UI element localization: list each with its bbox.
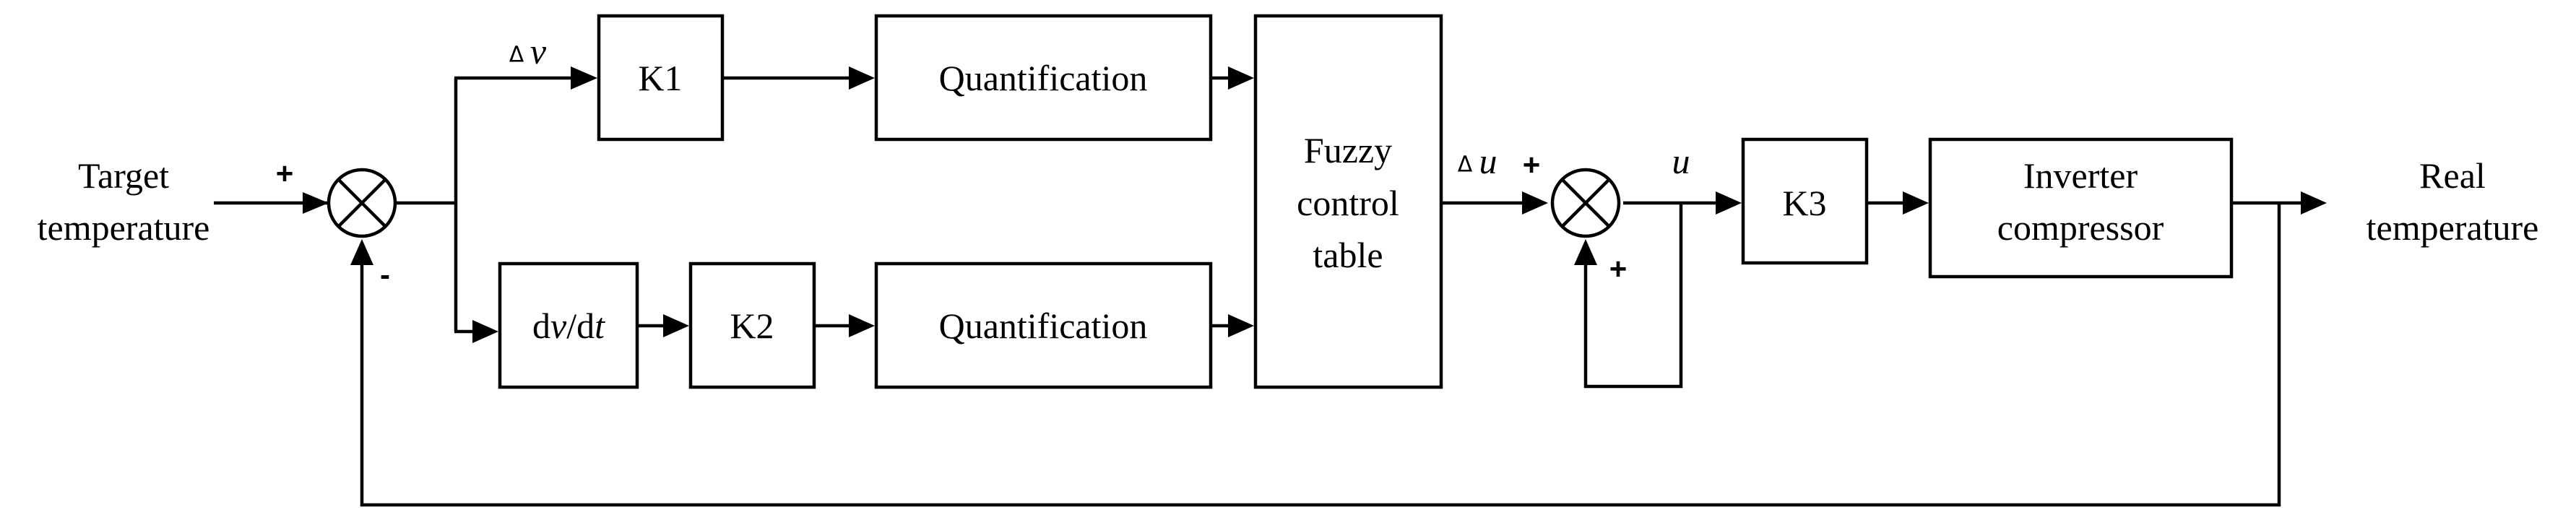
feedback-wire: [360, 203, 2281, 507]
summing-junction-2: [1550, 168, 1621, 238]
delta-u-delta-symbol: Δ: [1458, 152, 1473, 178]
target-temperature-label-line1: Target: [78, 155, 169, 196]
inverter-compressor-block: [1928, 137, 2234, 279]
fuzzy-label-line3: table: [1313, 235, 1383, 275]
k3-output-arrowhead: [1903, 191, 1929, 215]
sum2-plus-sign-bottom: +: [1609, 252, 1628, 286]
real-temperature-label-line2: temperature: [2367, 207, 2539, 248]
input-arrowhead: [303, 192, 329, 214]
dv-arrowhead: [571, 66, 597, 90]
delta-v-variable: v: [530, 31, 547, 72]
deriv-output-arrowhead: [663, 314, 689, 337]
delta-v-delta-symbol: Δ: [509, 43, 524, 68]
du-arrowhead: [1522, 191, 1548, 215]
sum1-plus-sign: +: [276, 157, 294, 191]
sum2-loop-arrowhead: [1574, 239, 1597, 265]
sum2-plus-sign-left: +: [1523, 148, 1541, 182]
derivative-block: [498, 261, 639, 389]
inverter-label-line1: Inverter: [2023, 155, 2138, 196]
k2-block: [688, 261, 816, 389]
k1-block: [597, 14, 725, 142]
output-arrowhead: [2301, 191, 2327, 215]
k3-block: [1741, 137, 1869, 265]
k2-output-arrowhead: [849, 314, 875, 337]
quantification-top-block: [874, 14, 1213, 142]
k2-label: K2: [730, 306, 774, 346]
quantification-bottom-label: Quantification: [939, 306, 1148, 346]
quantification-top-label: Quantification: [939, 58, 1148, 98]
derivative-label: dv/dt: [532, 306, 605, 346]
k1-output-arrowhead: [849, 66, 875, 90]
quant-top-output-arrowhead: [1228, 66, 1254, 90]
k1-label: K1: [638, 58, 682, 98]
real-temperature-label-line1: Real: [2419, 155, 2486, 196]
delta-u-variable: u: [1479, 141, 1497, 181]
u-arrowhead: [1716, 191, 1742, 215]
sum2-loop-wire: [1583, 203, 1683, 389]
sum1-minus-sign: -: [380, 258, 390, 292]
feedback-arrowhead: [350, 239, 373, 265]
quantification-bottom-block: [874, 261, 1213, 389]
k3-label: K3: [1782, 183, 1826, 223]
inverter-label-line2: compressor: [1997, 207, 2164, 248]
quant-bottom-output-arrowhead: [1228, 314, 1254, 337]
fuzzy-label-line1: Fuzzy: [1304, 130, 1392, 170]
u-variable: u: [1672, 141, 1690, 181]
deriv-input-arrowhead: [472, 320, 498, 343]
fuzzy-control-table-block: [1253, 14, 1443, 389]
target-temperature-label-line2: temperature: [38, 207, 210, 248]
fuzzy-label-line2: control: [1297, 183, 1399, 223]
summing-junction-1: [327, 168, 397, 238]
